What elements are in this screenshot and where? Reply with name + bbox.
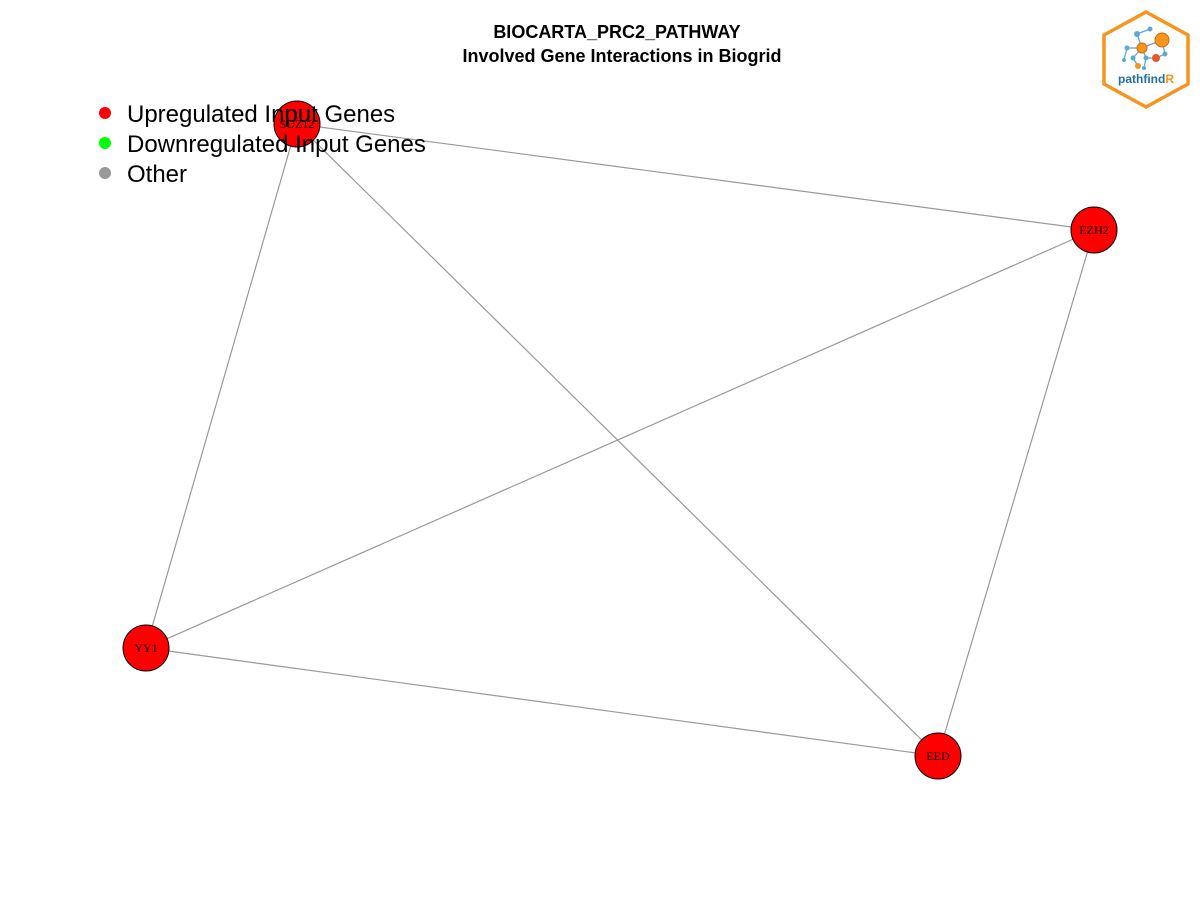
node-suz12: SUZ12 — [273, 100, 321, 148]
edges-layer — [145, 123, 1095, 757]
node-circle-eed — [914, 732, 962, 780]
edge-ezh2-eed — [937, 229, 1095, 757]
pathfindr-logo: pathfindR — [1102, 10, 1190, 109]
logo-text-accent: R — [1165, 72, 1174, 86]
edge-ezh2-yy1 — [145, 229, 1095, 649]
legend-label-other: Other — [127, 161, 187, 188]
legend: Upregulated Input Genes Downregulated In… — [99, 101, 426, 188]
chart-subtitle: Involved Gene Interactions in Biogrid — [462, 46, 781, 66]
node-circle-yy1 — [122, 624, 170, 672]
edge-yy1-eed — [145, 647, 939, 757]
logo-text: pathfindR — [1118, 72, 1174, 86]
node-label-suz12: SUZ12 — [280, 117, 315, 131]
node-label-yy1: YY1 — [134, 641, 157, 655]
legend-label-upregulated: Upregulated Input Genes — [127, 101, 395, 128]
edge-suz12-ezh2 — [296, 123, 1095, 231]
node-circle-ezh2 — [1070, 206, 1118, 254]
chart-title: BIOCARTA_PRC2_PATHWAY — [493, 22, 740, 42]
logo-network-nodes — [1122, 26, 1170, 70]
node-label-eed: EED — [926, 749, 950, 763]
legend-item-upregulated: Upregulated Input Genes — [99, 101, 395, 128]
logo-text-main: pathfind — [1118, 72, 1165, 86]
node-circle-suz12 — [273, 100, 321, 148]
legend-marker-other — [99, 167, 111, 179]
legend-marker-upregulated — [99, 107, 111, 119]
node-label-ezh2: EZH2 — [1079, 223, 1108, 237]
legend-item-downregulated: Downregulated Input Genes — [99, 131, 426, 158]
legend-marker-downregulated — [99, 137, 111, 149]
legend-label-downregulated: Downregulated Input Genes — [127, 131, 426, 158]
node-ezh2: EZH2 — [1070, 206, 1118, 254]
node-yy1: YY1 — [122, 624, 170, 672]
node-eed: EED — [914, 732, 962, 780]
edge-suz12-yy1 — [145, 123, 298, 649]
legend-item-other: Other — [99, 161, 187, 188]
